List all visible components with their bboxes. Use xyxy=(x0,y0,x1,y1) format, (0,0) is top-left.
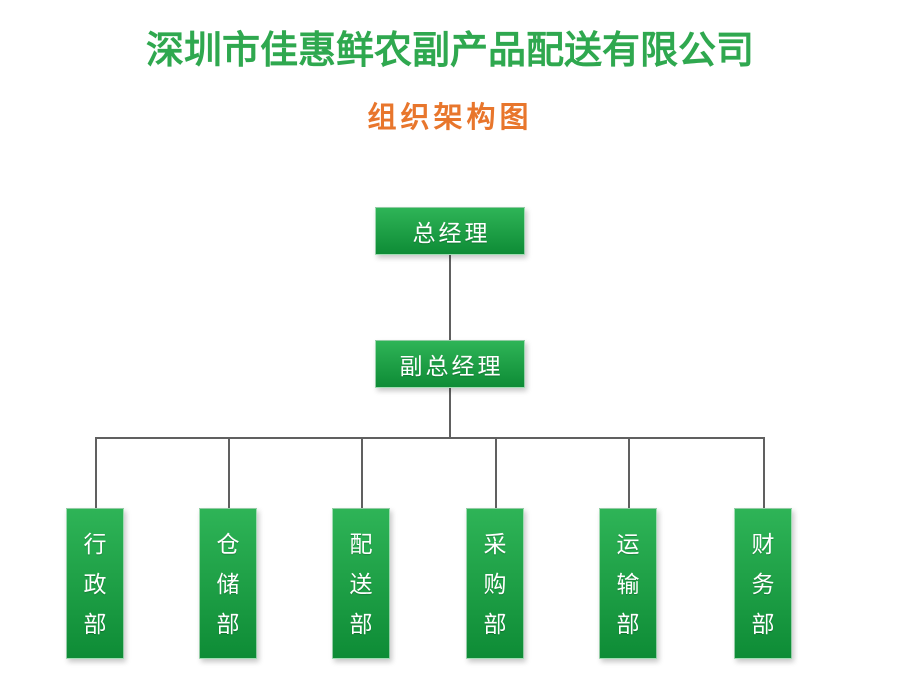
org-node-label-char: 部 xyxy=(751,610,775,637)
org-node-label-char: 仓 xyxy=(216,530,240,557)
org-node-general-manager[interactable]: 总经理 xyxy=(375,207,525,255)
org-node-label: 配 送 部 xyxy=(350,524,373,644)
org-node-label-char: 采 xyxy=(483,530,507,557)
connector-bus-to-procurement xyxy=(495,437,497,508)
org-node-label-char: 政 xyxy=(83,570,107,597)
org-node-label: 财 务 部 xyxy=(752,524,775,644)
org-node-label-char: 运 xyxy=(616,530,640,557)
org-node-label-char: 部 xyxy=(216,610,240,637)
org-node-label-char: 财 xyxy=(751,530,775,557)
org-node-label-char: 行 xyxy=(83,530,107,557)
connector-bus-to-finance xyxy=(763,437,765,508)
org-node-label: 总经理 xyxy=(412,220,491,246)
page-subtitle: 组织架构图 xyxy=(367,102,533,134)
connector-deputy-to-bus xyxy=(449,388,451,438)
connector-bus-to-administration xyxy=(95,437,97,508)
org-node-procurement[interactable]: 采 购 部 xyxy=(466,508,524,659)
connector-bus-to-transportation xyxy=(628,437,630,508)
org-node-label-char: 部 xyxy=(349,610,373,637)
connector-bus-to-distribution xyxy=(361,437,363,508)
org-node-finance[interactable]: 财 务 部 xyxy=(734,508,792,659)
connector-gm-to-deputy xyxy=(449,255,451,340)
org-node-label-char: 配 xyxy=(349,530,373,557)
org-node-label: 运 输 部 xyxy=(617,524,640,644)
org-node-label: 仓 储 部 xyxy=(217,524,240,644)
org-node-label-char: 储 xyxy=(216,570,240,597)
connector-bus-to-warehousing xyxy=(228,437,230,508)
org-node-label-char: 输 xyxy=(616,570,640,597)
org-node-label-char: 务 xyxy=(751,570,775,597)
org-node-label-char: 部 xyxy=(83,610,107,637)
org-node-label: 副总经理 xyxy=(399,353,504,379)
org-node-distribution[interactable]: 配 送 部 xyxy=(332,508,390,659)
org-node-label-char: 购 xyxy=(483,570,507,597)
org-node-deputy-general-manager[interactable]: 副总经理 xyxy=(375,340,525,388)
org-node-warehousing[interactable]: 仓 储 部 xyxy=(199,508,257,659)
org-node-label-char: 部 xyxy=(483,610,507,637)
page-title: 深圳市佳惠鲜农副产品配送有限公司 xyxy=(145,30,754,72)
org-node-label-char: 送 xyxy=(349,570,373,597)
org-node-label-char: 部 xyxy=(616,610,640,637)
org-node-label: 采 购 部 xyxy=(484,524,507,644)
org-node-label: 行 政 部 xyxy=(84,524,107,644)
org-node-transportation[interactable]: 运 输 部 xyxy=(599,508,657,659)
connector-horizontal-bus xyxy=(95,437,764,439)
org-node-administration[interactable]: 行 政 部 xyxy=(66,508,124,659)
